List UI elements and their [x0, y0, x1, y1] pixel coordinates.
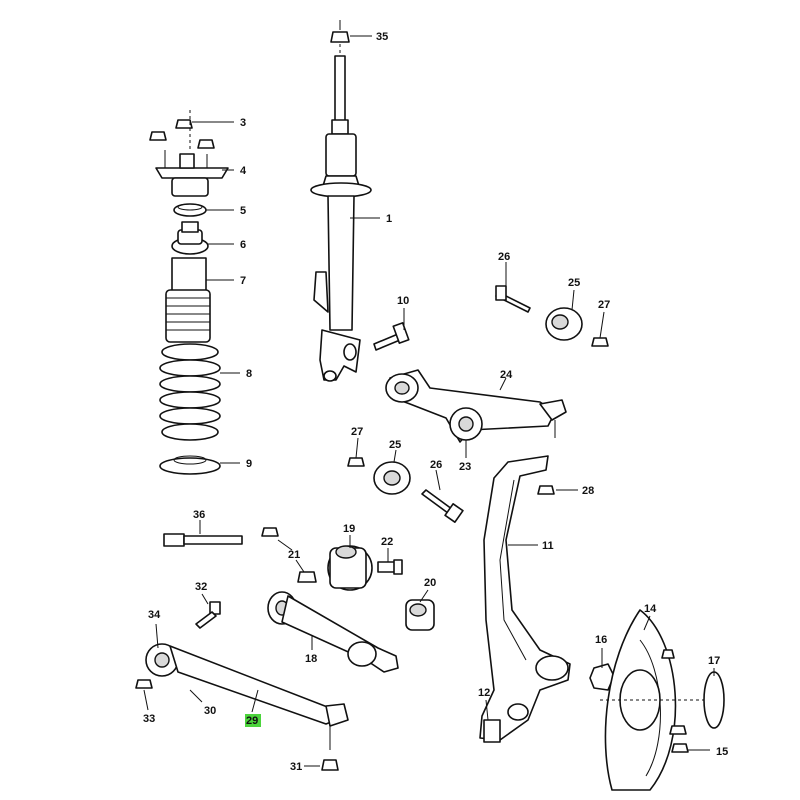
part-hub-cap	[703, 671, 725, 729]
part-coil-spring	[159, 343, 221, 441]
leader-lines	[143, 35, 715, 767]
callout-26-lower: 26	[430, 459, 442, 471]
part-bolt-32	[195, 601, 221, 629]
part-dust-boot	[165, 257, 211, 343]
part-bushing-upper	[495, 285, 609, 347]
callout-17: 17	[708, 655, 720, 667]
highlight-29	[245, 714, 261, 727]
callout-33: 33	[143, 713, 155, 725]
callout-28: 28	[582, 485, 594, 497]
callouts: 35 1 3 4 5 6 7 8 9 10 26 25 27 24 23 27 …	[143, 31, 728, 773]
callout-25-upper: 25	[568, 277, 580, 289]
part-bushing-19	[327, 545, 373, 591]
part-shock-absorber	[310, 20, 372, 382]
part-mount-nuts	[149, 119, 215, 149]
callout-30: 30	[204, 705, 216, 717]
callout-22: 22	[381, 536, 393, 548]
part-bearing	[173, 203, 207, 217]
callout-27-lower: 27	[351, 426, 363, 438]
callout-11: 11	[542, 540, 554, 552]
callout-20: 20	[424, 577, 436, 589]
callout-8: 8	[246, 368, 252, 380]
callout-3: 3	[240, 117, 246, 129]
callout-36: 36	[193, 509, 205, 521]
callout-32: 32	[195, 581, 207, 593]
callout-24: 24	[500, 369, 513, 381]
callout-18: 18	[305, 653, 317, 665]
callout-29: 29	[246, 715, 258, 727]
callout-12: 12	[478, 687, 490, 699]
part-spring-seat	[159, 110, 221, 475]
callout-6: 6	[240, 239, 246, 251]
part-steering-knuckle	[479, 455, 571, 743]
callout-5: 5	[240, 205, 246, 217]
callout-31: 31	[290, 761, 302, 773]
part-long-bolt	[163, 533, 243, 547]
callout-16: 16	[595, 634, 607, 646]
callout-26-upper: 26	[498, 251, 510, 263]
callout-10: 10	[397, 295, 409, 307]
callout-25-lower: 25	[389, 439, 401, 451]
callout-23: 23	[459, 461, 471, 473]
callout-35: 35	[376, 31, 388, 43]
part-bushing-20	[405, 599, 435, 631]
part-bushing-lower	[347, 457, 555, 523]
part-lower-control-arm	[135, 643, 349, 771]
callout-21: 21	[288, 549, 300, 561]
callout-27-upper: 27	[598, 299, 610, 311]
part-tension-strut	[267, 591, 399, 673]
callout-19: 19	[343, 523, 355, 535]
part-hub-nut	[589, 663, 615, 691]
callout-4: 4	[240, 165, 247, 177]
callout-9: 9	[246, 458, 252, 470]
part-bump-stop	[171, 221, 209, 255]
part-nut-21	[261, 527, 317, 583]
part-upper-control-arm	[385, 369, 567, 443]
part-dust-shield	[600, 609, 720, 791]
callout-15: 15	[716, 746, 728, 758]
part-top-mount	[155, 150, 229, 197]
callout-34: 34	[148, 609, 161, 621]
callout-1: 1	[386, 213, 392, 225]
callout-14: 14	[644, 603, 657, 615]
part-bolt-10	[373, 322, 410, 351]
callout-7: 7	[240, 275, 246, 287]
part-bolt-22	[377, 559, 403, 575]
